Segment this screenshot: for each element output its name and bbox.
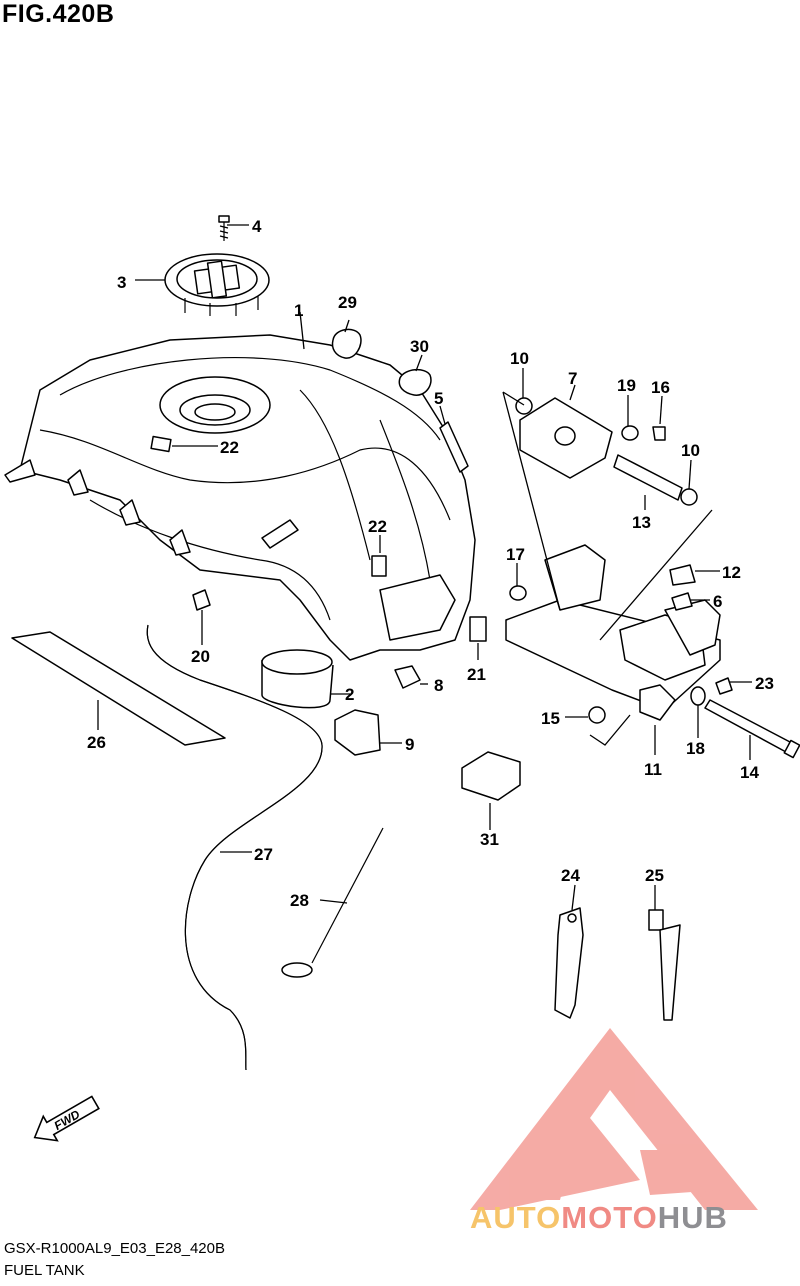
callout-15: 15 xyxy=(541,709,560,728)
callout-9: 9 xyxy=(405,735,414,754)
callout-11: 11 xyxy=(644,760,662,779)
callout-7: 7 xyxy=(568,369,577,388)
part-label-22b xyxy=(371,555,387,577)
callout-19: 19 xyxy=(617,376,636,395)
part-band-24 xyxy=(554,907,584,1019)
callout-27: 27 xyxy=(254,845,273,864)
part-pad-31 xyxy=(461,751,521,801)
callout-4: 4 xyxy=(252,217,262,236)
part-tube-28 xyxy=(281,827,384,978)
watermark-logo xyxy=(470,1028,758,1210)
callout-24: 24 xyxy=(561,866,580,885)
leader-lines xyxy=(97,224,752,911)
callout-26: 26 xyxy=(87,733,106,752)
part-grommet-10b xyxy=(680,488,698,506)
part-bolt-4 xyxy=(218,215,230,241)
part-bolt-16 xyxy=(652,426,666,441)
callout-30: 30 xyxy=(410,337,429,356)
part-bolt-15 xyxy=(588,706,606,724)
callout-28: 28 xyxy=(290,891,309,910)
callout-2: 2 xyxy=(345,685,354,704)
callout-16: 16 xyxy=(651,378,670,397)
part-label-21 xyxy=(469,616,487,642)
part-pad-26 xyxy=(11,631,226,746)
callout-31: 31 xyxy=(480,830,499,849)
part-tie-25 xyxy=(648,909,681,1021)
callout-5: 5 xyxy=(434,389,443,408)
part-cap-ring-3 xyxy=(164,253,270,316)
part-strip-5 xyxy=(439,421,469,473)
brand-moto: MOTO xyxy=(561,1200,658,1235)
callout-29: 29 xyxy=(338,293,357,312)
callout-22b: 22 xyxy=(368,517,387,536)
part-label-22a xyxy=(150,435,172,453)
callout-22a: 22 xyxy=(220,438,239,457)
part-bracket-9 xyxy=(334,709,381,756)
fwd-arrow-icon: FWD xyxy=(33,1095,100,1142)
bolt-14-head xyxy=(783,739,800,759)
part-bolt-14 xyxy=(704,699,791,753)
callout-12: 12 xyxy=(722,563,741,582)
diagram-code: GSX-R1000AL9_E03_E28_420B xyxy=(4,1240,226,1257)
callout-1: 1 xyxy=(294,301,303,320)
part-clip-20 xyxy=(192,589,211,611)
callout-23: 23 xyxy=(755,674,774,693)
callout-10b: 10 xyxy=(681,441,700,460)
part-collar-13 xyxy=(613,454,683,501)
band-hole xyxy=(567,913,577,923)
part-sleeve-2 xyxy=(261,649,334,709)
part-washer-18 xyxy=(690,686,706,706)
callout-8: 8 xyxy=(434,676,443,695)
plate-hole xyxy=(554,426,576,446)
callout-10a: 10 xyxy=(510,349,529,368)
callout-21: 21 xyxy=(467,665,486,684)
part-grommet-17 xyxy=(509,585,527,601)
callout-20: 20 xyxy=(191,647,210,666)
callout-3: 3 xyxy=(117,273,126,292)
callout-13: 13 xyxy=(632,513,651,532)
callout-25: 25 xyxy=(645,866,664,885)
part-cushion-8 xyxy=(394,665,421,689)
callout-6: 6 xyxy=(713,592,722,611)
watermark-brand: AUTOMOTOHUB xyxy=(470,1200,728,1236)
part-clip-12 xyxy=(669,564,696,586)
callout-labels: 1 2 3 4 5 6 7 8 9 10 10 11 12 13 14 15 1… xyxy=(87,217,774,910)
callout-18: 18 xyxy=(686,739,705,758)
part-fuel-tank-1 xyxy=(4,334,476,661)
part-nut-23 xyxy=(715,677,733,695)
callout-14: 14 xyxy=(740,763,759,782)
diagram-name: FUEL TANK xyxy=(4,1262,85,1279)
figure-title: FIG.420B xyxy=(2,0,115,28)
brand-hub: HUB xyxy=(657,1200,728,1235)
part-cushion-30 xyxy=(398,369,432,396)
part-nut-6 xyxy=(671,592,693,611)
brand-auto: AUTO xyxy=(470,1200,562,1235)
part-bracket-assembly-11 xyxy=(505,544,721,721)
callout-17: 17 xyxy=(506,545,525,564)
part-grommet-10a xyxy=(515,397,533,415)
part-grommet-19 xyxy=(621,425,639,441)
